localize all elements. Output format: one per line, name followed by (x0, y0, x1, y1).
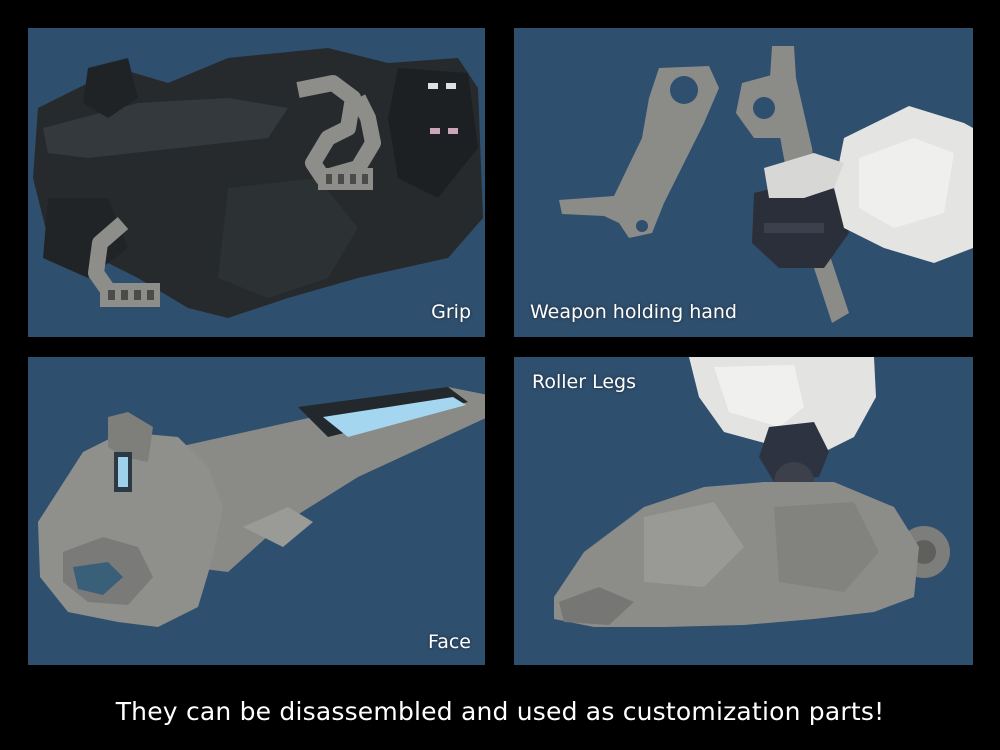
panel-label: Weapon holding hand (530, 301, 737, 323)
grip-render-image (33, 48, 483, 318)
panel-label: Roller Legs (532, 371, 636, 393)
panel-weapon-holding-hand: Weapon holding hand (514, 28, 973, 337)
face-render-image (38, 387, 485, 627)
panel-label: Face (428, 631, 471, 653)
caption: They can be disassembled and used as cus… (115, 697, 885, 726)
panel-face: Face (28, 357, 485, 665)
weapon-hand-render-image (559, 46, 973, 323)
panel-label: Grip (431, 301, 471, 323)
panel-roller-legs: Roller Legs (514, 357, 973, 665)
roller-legs-render-image (554, 357, 950, 627)
panel-grip: Grip (28, 28, 485, 337)
